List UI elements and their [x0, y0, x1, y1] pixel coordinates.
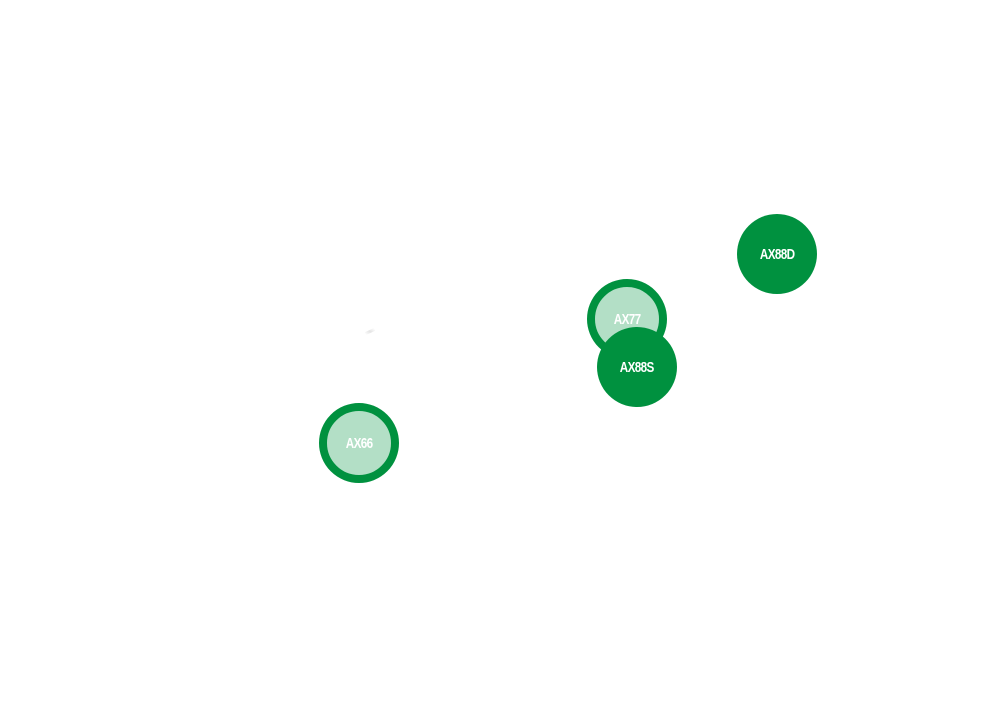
marker-ax66[interactable]: AX66 [319, 403, 399, 483]
faint-stroke-artifact [364, 328, 376, 335]
marker-label: AX88D [759, 246, 795, 263]
marker-ax88s[interactable]: AX88S [597, 327, 677, 407]
marker-label: AX88S [620, 359, 655, 376]
marker-ax88d[interactable]: AX88D [737, 214, 817, 294]
marker-label: AX66 [345, 435, 373, 452]
marker-label: AX77 [613, 311, 641, 328]
